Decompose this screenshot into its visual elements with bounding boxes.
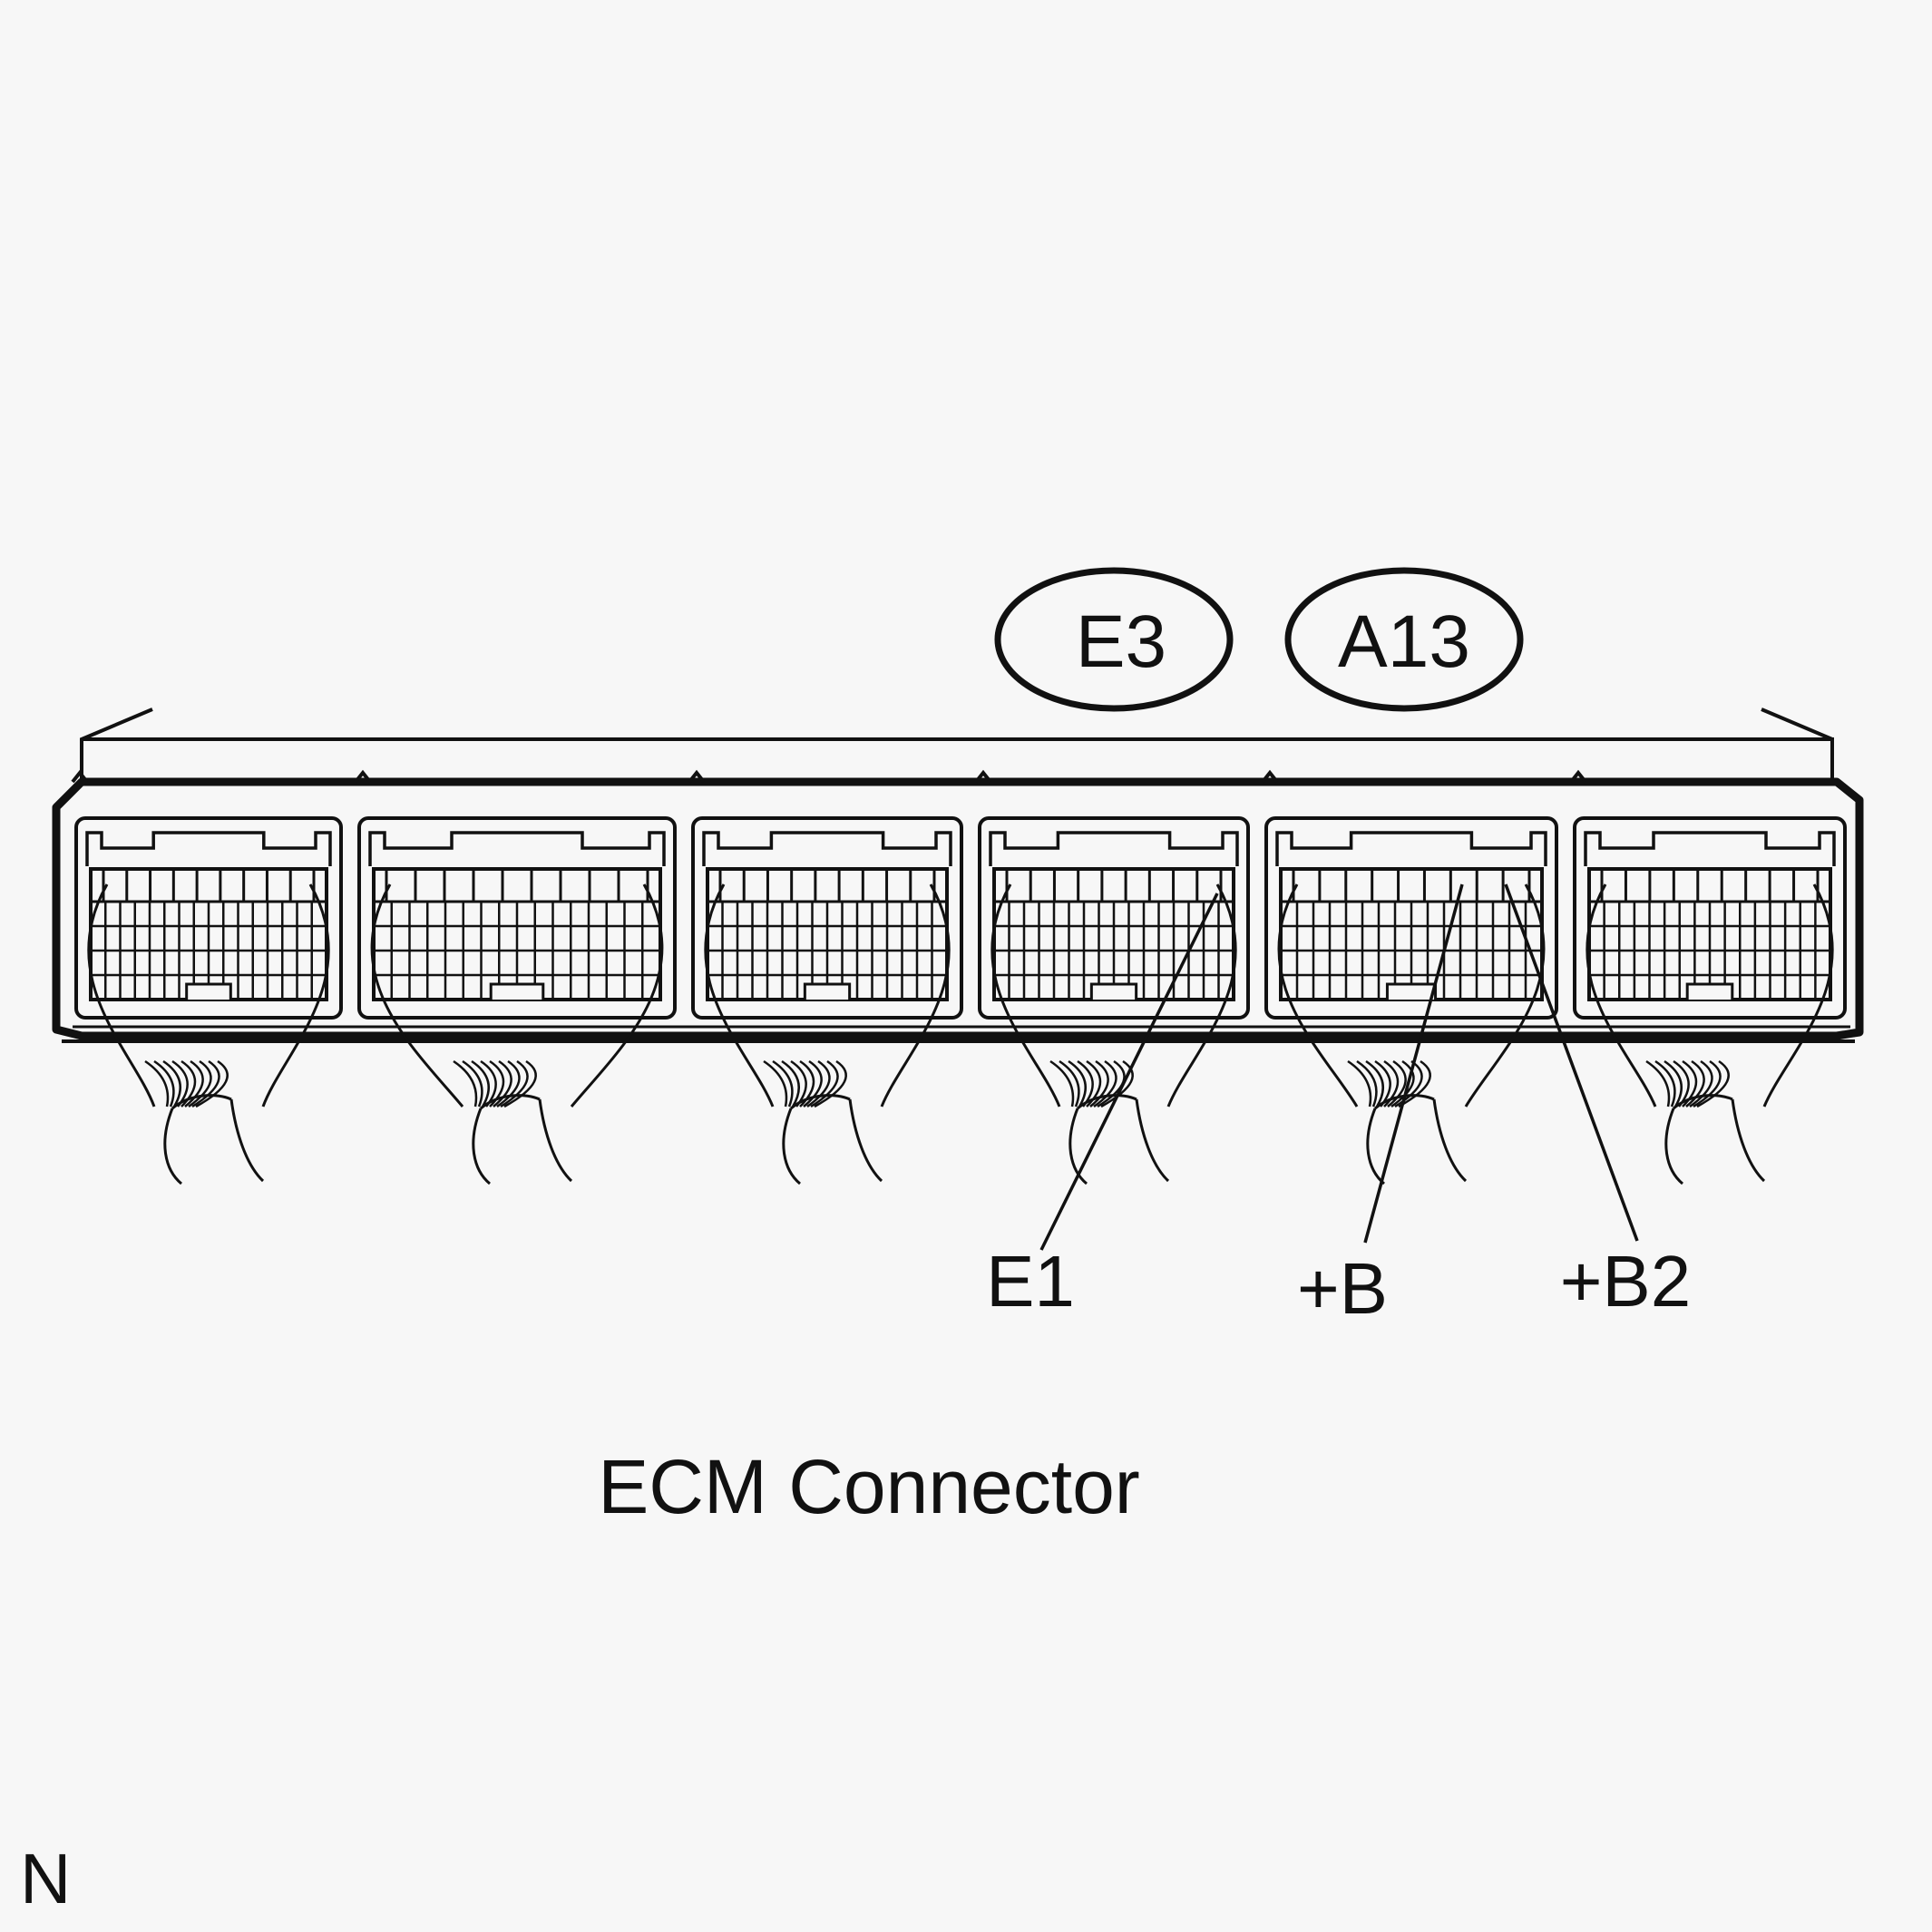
terminal-label-e1: E1 [986, 1241, 1075, 1322]
wire-bundle [87, 883, 330, 1186]
connector-block [688, 769, 963, 1020]
terminal-leaders [1039, 883, 1639, 1251]
terminal-label-b: +B [1297, 1248, 1388, 1329]
wire-bundle [1586, 883, 1834, 1186]
connector-block [1261, 769, 1558, 1020]
diagram-caption: ECM Connector [598, 1444, 1140, 1529]
terminal-label-b2: +B2 [1560, 1241, 1692, 1322]
connector-tag-e3-label: E3 [1076, 600, 1166, 683]
connector-tag-a13: A13 [1284, 567, 1524, 712]
leader-b [1363, 883, 1464, 1244]
wire-bundle [1277, 883, 1546, 1186]
corner-mark: N [20, 1839, 71, 1918]
wire-bundle [370, 883, 664, 1186]
leader-b2 [1504, 883, 1639, 1242]
connector-body [52, 777, 1864, 1043]
connector-tag-a13-label: A13 [1338, 600, 1470, 683]
leader-e1 [1039, 893, 1219, 1251]
connector-tag-e3: E3 [994, 567, 1234, 712]
wire-bundle [704, 883, 951, 1186]
